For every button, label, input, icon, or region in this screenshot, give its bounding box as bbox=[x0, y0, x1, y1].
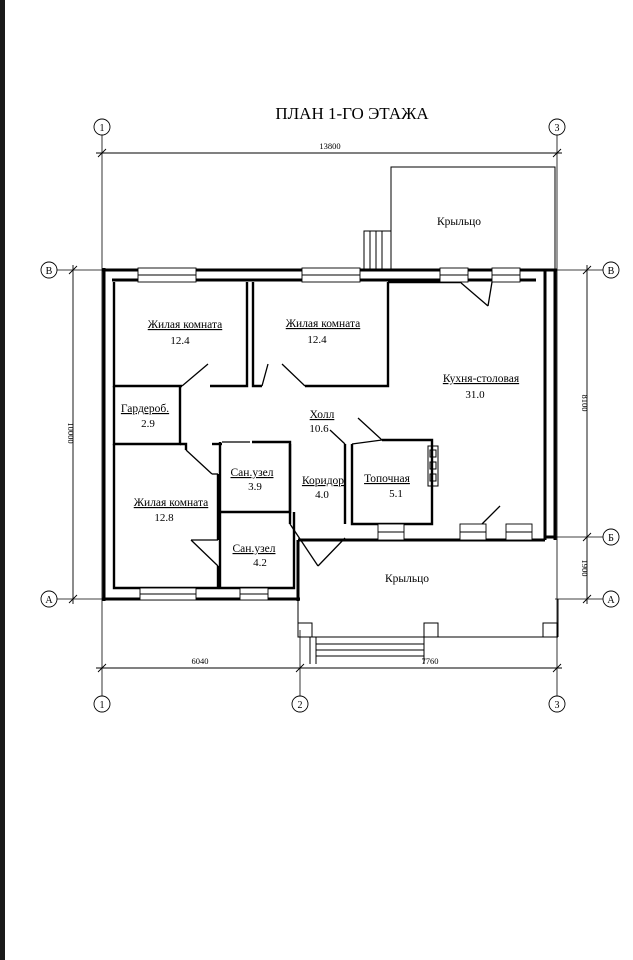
axis-label-bottom-1: 1 bbox=[100, 700, 105, 711]
porch-column bbox=[423, 622, 439, 638]
room-area: 12.8 bbox=[154, 512, 174, 524]
room-area: 2.9 bbox=[141, 418, 155, 430]
axis-bubble-left-lower bbox=[40, 590, 58, 608]
room-name: Сан.узел bbox=[233, 543, 276, 555]
dimension-right-upper: 8100 bbox=[580, 395, 590, 412]
axis-label-top-right: 3 bbox=[555, 123, 560, 134]
porch-column bbox=[542, 622, 558, 638]
left-edge-bar bbox=[0, 0, 5, 960]
room-name: Жилая комната bbox=[134, 497, 209, 509]
interior-walls bbox=[112, 280, 460, 590]
room-name: Холл bbox=[310, 409, 335, 421]
room-name: Жилая комната bbox=[148, 319, 223, 331]
dimension-bottom-left: 6040 bbox=[192, 656, 209, 666]
room-area: 4.2 bbox=[253, 557, 267, 569]
boiler-unit bbox=[427, 445, 439, 487]
axis-bubble-top-right bbox=[548, 118, 566, 136]
room-labels: Жилая комната 12.4 Жилая комната 12.4 Ку… bbox=[121, 216, 520, 585]
axis-label-bottom-2: 2 bbox=[298, 700, 303, 711]
room-name: Сан.узел bbox=[231, 467, 274, 479]
room-area: 12.4 bbox=[307, 334, 327, 346]
axis-label-left-upper: В bbox=[46, 266, 53, 277]
upper-porch bbox=[363, 166, 556, 271]
axis-bubble-right-lower bbox=[602, 590, 620, 608]
room-area: 10.6 bbox=[309, 423, 329, 435]
room-area: 5.1 bbox=[389, 488, 403, 500]
axis-bubble-top-left bbox=[93, 118, 111, 136]
dimension-top: 13800 bbox=[319, 141, 340, 151]
dimension-lines bbox=[68, 148, 592, 673]
axis-label-bottom-3: 3 bbox=[555, 700, 560, 711]
axis-label-right-lower: А bbox=[607, 595, 615, 606]
axis-bubbles: 1 3 1 2 3 В А В Б А bbox=[40, 118, 620, 713]
axis-bubble-right-upper bbox=[602, 261, 620, 279]
axis-bubble-bottom-3 bbox=[548, 695, 566, 713]
doors bbox=[181, 281, 501, 567]
porch-label-upper: Крыльцо bbox=[437, 216, 481, 228]
axis-label-right-middle: Б bbox=[608, 533, 614, 544]
room-area: 3.9 bbox=[248, 481, 262, 493]
room-name: Гардероб. bbox=[121, 403, 169, 415]
room-name: Коридор bbox=[302, 475, 344, 487]
axis-label-right-upper: В bbox=[608, 266, 615, 277]
axis-bubble-left-upper bbox=[40, 261, 58, 279]
axis-bubble-bottom-1 bbox=[93, 695, 111, 713]
lower-porch bbox=[297, 599, 559, 664]
dimension-right-lower: 1900 bbox=[580, 560, 590, 577]
porch-steps-upper bbox=[363, 230, 392, 271]
room-name: Топочная bbox=[364, 473, 411, 485]
room-area: 4.0 bbox=[315, 489, 329, 501]
axis-label-top-left: 1 bbox=[100, 123, 105, 134]
porch-column bbox=[297, 622, 313, 638]
windows bbox=[137, 267, 533, 601]
dimension-bottom-right: 7760 bbox=[422, 656, 439, 666]
porch-label-lower: Крыльцо bbox=[385, 573, 429, 585]
plan-title: ПЛАН 1-ГО ЭТАЖА bbox=[275, 104, 429, 123]
grid-lines bbox=[57, 135, 603, 696]
room-area: 12.4 bbox=[170, 335, 190, 347]
axis-label-left-lower: А bbox=[45, 595, 53, 606]
room-name: Жилая комната bbox=[286, 318, 361, 330]
axis-bubble-bottom-2 bbox=[291, 695, 309, 713]
room-name: Кухня-столовая bbox=[443, 373, 520, 385]
dimension-left: 10000 bbox=[66, 422, 76, 443]
room-area: 31.0 bbox=[465, 389, 485, 401]
axis-bubble-right-middle bbox=[602, 528, 620, 546]
